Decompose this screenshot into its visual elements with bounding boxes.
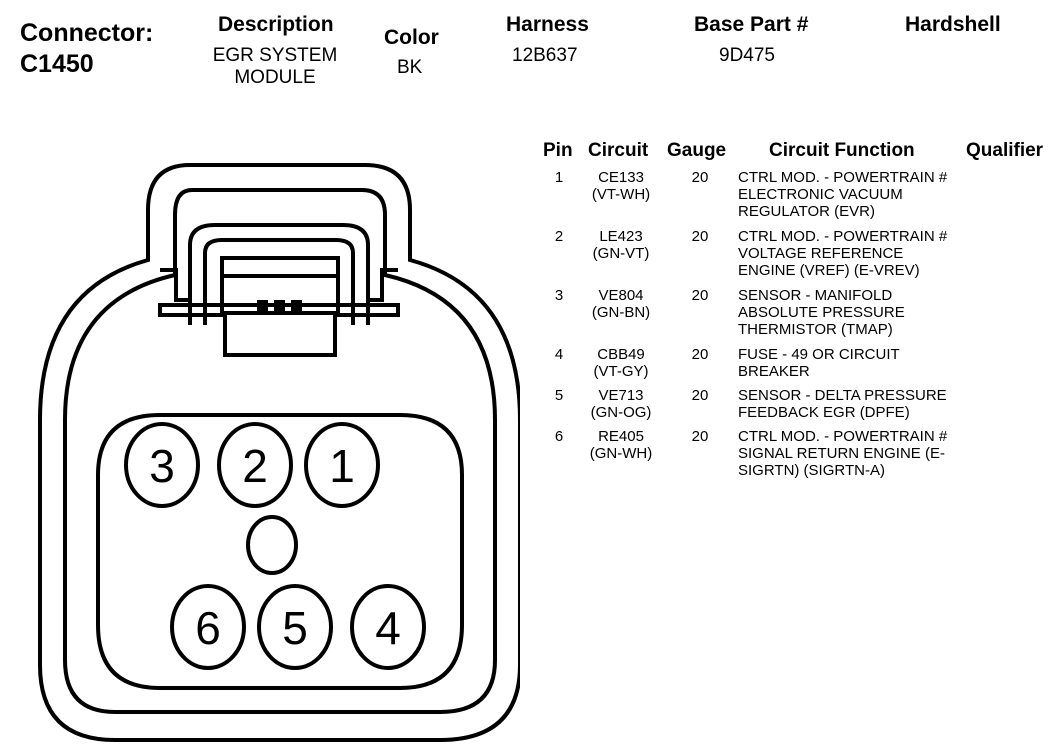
- pin-cell: 4: [554, 346, 564, 363]
- circuit-id: CBB49: [597, 346, 645, 363]
- pin-label-1: 1: [329, 440, 355, 492]
- latch-arch-inner: [203, 238, 355, 325]
- latch-step-left: [160, 268, 192, 302]
- color-value: BK: [397, 57, 423, 78]
- function-line: SENSOR - MANIFOLD: [738, 287, 893, 304]
- pin-cell: 3: [554, 287, 564, 304]
- circuit-cell: CBB49 (VT-GY): [578, 346, 664, 380]
- gauge-cell: 20: [691, 287, 709, 304]
- latch-step-right: [366, 268, 398, 302]
- function-line: SIGRTN) (SIGRTN-A): [738, 462, 885, 479]
- circuit-cell: VE804 (GN-BN): [578, 287, 664, 321]
- circuit-wire-color: (VT-GY): [593, 363, 649, 380]
- function-cell: CTRL MOD. - POWERTRAIN # SIGNAL RETURN E…: [738, 428, 973, 479]
- function-cell: FUSE - 49 OR CIRCUIT BREAKER: [738, 346, 973, 380]
- circuit-id: VE804: [598, 287, 644, 304]
- col-header-qualifier: Qualifier: [966, 140, 1044, 161]
- col-header-gauge: Gauge: [667, 140, 727, 161]
- latch-base: [158, 303, 400, 357]
- pin-label-4: 4: [375, 602, 401, 654]
- latch-body: [220, 256, 340, 315]
- function-line: CTRL MOD. - POWERTRAIN #: [738, 169, 948, 186]
- function-cell: CTRL MOD. - POWERTRAIN # ELECTRONIC VACU…: [738, 169, 973, 220]
- function-line: THERMISTOR (TMAP): [738, 321, 893, 338]
- latch-arch: [188, 223, 370, 325]
- function-cell: SENSOR - DELTA PRESSURE FEEDBACK EGR (DP…: [738, 387, 973, 421]
- circuit-cell: CE133 (VT-WH): [578, 169, 664, 203]
- function-line: SENSOR - DELTA PRESSURE: [738, 387, 947, 404]
- housing-inner: [63, 188, 497, 714]
- pin-cell: 1: [554, 169, 564, 186]
- function-line: CTRL MOD. - POWERTRAIN #: [738, 428, 948, 445]
- pin-label-3: 3: [149, 440, 175, 492]
- pin-5-cavity: [257, 584, 333, 670]
- connector-face-diagram: 3 2 1 6 5 4: [38, 163, 520, 742]
- circuit-id: CE133: [598, 169, 644, 186]
- gauge-cell: 20: [691, 169, 709, 186]
- gauge-cell: 20: [691, 428, 709, 445]
- col-header-function: Circuit Function: [769, 140, 915, 161]
- housing-outer: [38, 163, 520, 742]
- circuit-wire-color: (GN-OG): [590, 404, 652, 421]
- pin-cavity: [96, 413, 464, 690]
- gauge-cell: 20: [691, 228, 709, 245]
- base-part-value: 9D475: [719, 45, 775, 66]
- function-line: FEEDBACK EGR (DPFE): [738, 404, 910, 421]
- latch-tooth: [274, 300, 285, 311]
- function-line: BREAKER: [738, 363, 810, 380]
- latch-tooth: [257, 300, 268, 311]
- connector-id: C1450: [20, 50, 94, 78]
- pin-label-6: 6: [195, 602, 221, 654]
- circuit-wire-color: (VT-WH): [591, 186, 651, 203]
- pin-6-cavity: [170, 584, 246, 670]
- pin-label-2: 2: [242, 440, 268, 492]
- circuit-wire-color: (GN-VT): [592, 245, 650, 262]
- pin-4-cavity: [350, 584, 426, 670]
- color-label: Color: [384, 26, 439, 49]
- base-part-label: Base Part #: [694, 13, 809, 36]
- description-label: Description: [218, 13, 334, 36]
- circuit-id: LE423: [599, 228, 643, 245]
- function-cell: SENSOR - MANIFOLD ABSOLUTE PRESSURE THER…: [738, 287, 973, 338]
- function-line: SIGNAL RETURN ENGINE (E-: [738, 445, 945, 462]
- function-cell: CTRL MOD. - POWERTRAIN # VOLTAGE REFEREN…: [738, 228, 973, 279]
- col-header-circuit: Circuit: [588, 140, 649, 161]
- key-cavity: [246, 515, 298, 575]
- circuit-cell: VE713 (GN-OG): [578, 387, 664, 421]
- gauge-cell: 20: [691, 387, 709, 404]
- circuit-wire-color: (GN-BN): [591, 304, 651, 321]
- pin-cell: 5: [554, 387, 564, 404]
- circuit-id: RE405: [598, 428, 644, 445]
- function-line: VOLTAGE REFERENCE: [738, 245, 904, 262]
- circuit-cell: RE405 (GN-WH): [578, 428, 664, 462]
- pin-label-5: 5: [282, 602, 308, 654]
- function-line: FUSE - 49 OR CIRCUIT: [738, 346, 900, 363]
- col-header-pin: Pin: [543, 140, 573, 161]
- harness-value: 12B637: [512, 45, 578, 66]
- connector-label: Connector:: [20, 19, 154, 47]
- function-line: ABSOLUTE PRESSURE: [738, 304, 905, 321]
- pin-1-cavity: [304, 422, 380, 508]
- function-line: ENGINE (VREF) (E-VREV): [738, 262, 920, 279]
- function-line: CTRL MOD. - POWERTRAIN #: [738, 228, 948, 245]
- pin-2-cavity: [217, 422, 293, 508]
- function-line: REGULATOR (EVR): [738, 203, 875, 220]
- description-line1: EGR SYSTEM: [212, 45, 338, 66]
- hardshell-label: Hardshell: [905, 13, 1001, 36]
- harness-label: Harness: [506, 13, 589, 36]
- circuit-cell: LE423 (GN-VT): [578, 228, 664, 262]
- circuit-id: VE713: [598, 387, 644, 404]
- latch-tooth: [291, 300, 302, 311]
- pin-3-cavity: [124, 422, 200, 508]
- gauge-cell: 20: [691, 346, 709, 363]
- description-line2: MODULE: [234, 67, 316, 88]
- pin-cell: 6: [554, 428, 564, 445]
- function-line: ELECTRONIC VACUUM: [738, 186, 903, 203]
- circuit-wire-color: (GN-WH): [589, 445, 653, 462]
- pin-cell: 2: [554, 228, 564, 245]
